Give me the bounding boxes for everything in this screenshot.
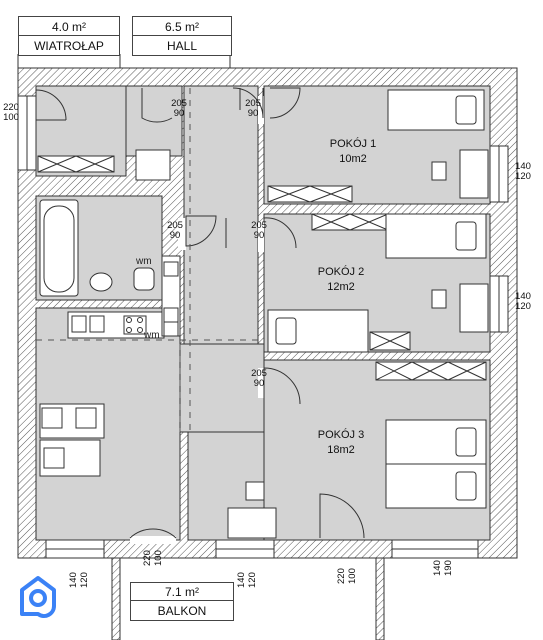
room1-label: POKÓJ 1 10m2 — [318, 137, 388, 167]
balcony-area-box: 7.1 m² — [130, 582, 234, 602]
balcony-name: BALKON — [157, 603, 207, 618]
washing-machine-label: wm — [144, 330, 160, 341]
hall-floor — [183, 85, 259, 345]
hall-name-box: HALL — [132, 35, 232, 56]
room1-area: 10m2 — [339, 152, 367, 165]
washing-machine-label: wm — [136, 256, 152, 267]
balcony-name-box: BALKON — [130, 600, 234, 621]
room1-name: POKÓJ 1 — [329, 138, 377, 150]
room2-name: POKÓJ 2 — [317, 266, 365, 278]
vestibule-name: WIATROŁAP — [34, 38, 104, 53]
room3-name: POKÓJ 3 — [317, 429, 365, 441]
room2-area: 12m2 — [327, 280, 355, 293]
vestibule-name-box: WIATROŁAP — [18, 35, 120, 56]
hall-area-box: 6.5 m² — [132, 16, 232, 37]
hall-name: HALL — [166, 38, 198, 53]
balcony-area: 7.1 m² — [164, 585, 199, 599]
room3-label: POKÓJ 3 18m2 — [306, 428, 376, 458]
vestibule-area-box: 4.0 m² — [18, 16, 120, 37]
vestibule-area: 4.0 m² — [51, 19, 86, 34]
logo-icon — [20, 576, 56, 618]
hall-area: 6.5 m² — [164, 19, 199, 34]
room3-area: 18m2 — [327, 443, 355, 456]
room2-label: POKÓJ 2 12m2 — [306, 265, 376, 295]
